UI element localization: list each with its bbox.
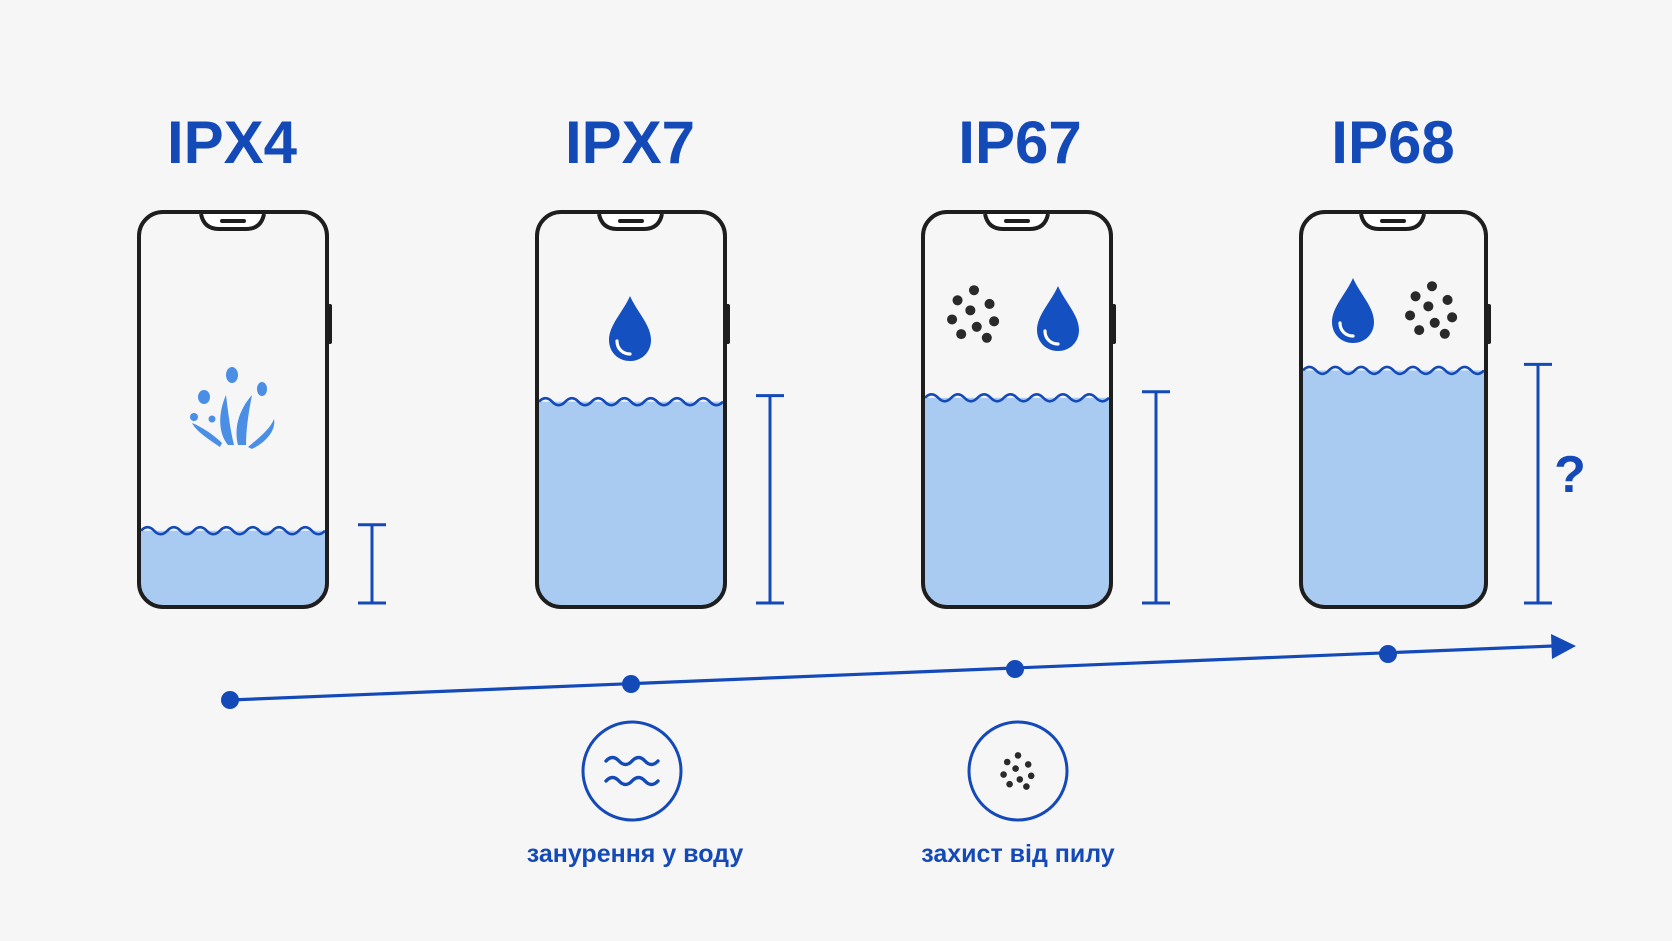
rating-column-ipx7: IPX7	[535, 109, 784, 609]
rating-column-ip67: IP67	[921, 109, 1170, 609]
legend-label: захист від пилу	[921, 840, 1115, 868]
phone-outline	[137, 210, 329, 609]
rating-column-ipx4: IPX4	[137, 109, 386, 609]
water-drop-icon	[1035, 284, 1081, 353]
legend-dust: захист від пилу	[921, 720, 1115, 868]
water-level-fill	[539, 401, 723, 605]
phone-speaker	[220, 219, 246, 223]
phone-speaker	[618, 219, 644, 223]
rating-title: IP67	[958, 109, 1081, 176]
phone	[535, 210, 730, 609]
water-level-fill	[925, 397, 1109, 605]
phone	[921, 210, 1116, 609]
legend-label: занурення у воду	[527, 840, 744, 868]
axis-point	[1379, 645, 1397, 663]
phone-speaker	[1380, 219, 1406, 223]
axis-arrowhead	[1551, 634, 1576, 659]
water-surface-wave	[539, 396, 723, 407]
water-surface-wave	[141, 525, 325, 536]
phone-outline	[921, 210, 1113, 609]
legend-immersion: занурення у воду	[527, 720, 744, 868]
legend-badge	[967, 720, 1069, 822]
depth-indicator	[756, 394, 784, 605]
axis-point	[1006, 660, 1024, 678]
phone	[1299, 210, 1491, 609]
rating-title: IPX4	[167, 109, 298, 176]
unknown-depth-mark: ?	[1554, 446, 1586, 504]
phone-speaker	[1004, 219, 1030, 223]
water-drop-icon	[607, 294, 653, 363]
phone-side-button	[327, 304, 332, 344]
waves-icon	[604, 755, 660, 787]
dust-icon	[1405, 281, 1458, 339]
phone-outline	[535, 210, 727, 609]
depth-indicator	[1142, 390, 1170, 605]
axis-point	[622, 675, 640, 693]
water-surface-wave	[1303, 365, 1484, 376]
rating-title: IPX7	[565, 109, 695, 176]
water-level-fill	[1303, 370, 1484, 605]
rating-title: IP68	[1331, 109, 1454, 176]
phone-outline	[1299, 210, 1488, 609]
phone-side-button	[1111, 304, 1116, 344]
dust-icon	[947, 285, 1000, 343]
dust-icon	[1000, 752, 1035, 790]
axis-point	[221, 691, 239, 709]
axis-line	[229, 644, 1554, 702]
phone	[137, 210, 332, 609]
legend-badge	[581, 720, 683, 822]
water-surface-wave	[925, 392, 1109, 403]
progression-axis	[221, 634, 1576, 709]
depth-indicator	[1524, 362, 1552, 605]
rating-column-ip68: IP68 ?	[1299, 109, 1586, 609]
depth-indicator	[358, 523, 386, 605]
water-drop-icon	[1330, 276, 1376, 345]
phone-side-button	[1486, 304, 1491, 344]
phone-side-button	[725, 304, 730, 344]
splash-icon	[190, 367, 275, 449]
water-level-fill	[141, 530, 325, 605]
